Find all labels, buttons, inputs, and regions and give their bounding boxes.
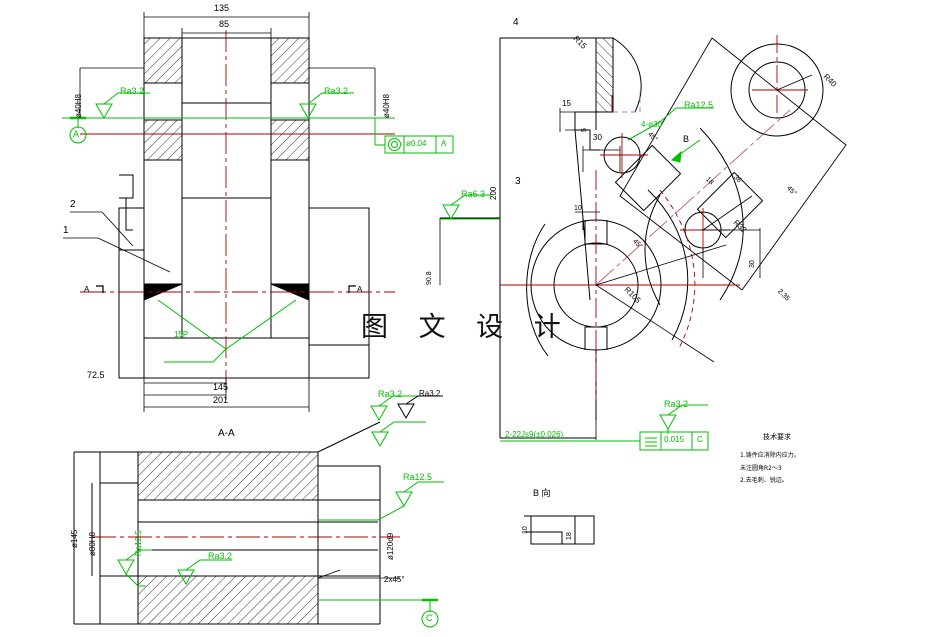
section-mark-a-left: A bbox=[84, 285, 90, 294]
dim-5: 5 bbox=[581, 128, 588, 132]
dim-bore-right: ø40H8 bbox=[382, 93, 391, 118]
view-b-title: B 向 bbox=[533, 488, 551, 498]
dim-15: 15 bbox=[562, 99, 571, 108]
front-view-geometry bbox=[118, 37, 370, 379]
dim-30-b: 30 bbox=[749, 260, 756, 268]
front-view-dimension-lines bbox=[79, 12, 376, 412]
section-aa-dimension-marks bbox=[317, 569, 400, 579]
general-finish-symbol bbox=[397, 395, 443, 420]
dim-chamfer-2x45: 2x45° bbox=[384, 575, 405, 584]
balloon-1: 1 bbox=[63, 225, 69, 236]
gdt-concentricity-datum: A bbox=[441, 139, 447, 148]
dim-201: 201 bbox=[213, 395, 229, 405]
section-aa-annotations-green bbox=[117, 395, 444, 628]
dim-90-8: 90.8 bbox=[426, 271, 433, 285]
balloon-2: 2 bbox=[70, 199, 76, 210]
watermark-text: 图 文 设 计 bbox=[361, 312, 572, 343]
front-view-balloon-leaders bbox=[63, 211, 171, 273]
view-b-geometry bbox=[524, 515, 595, 545]
finish-aa-bottom: Ra3.2 bbox=[208, 551, 233, 561]
dim-outer-120d9: ø120d9 bbox=[386, 532, 395, 560]
dim-bore-left: ø40H8 bbox=[74, 93, 83, 118]
finish-front-right: Ra3.2 bbox=[324, 86, 349, 96]
balloon-4: 4 bbox=[513, 17, 519, 28]
dim-outer-145: ø145 bbox=[70, 529, 79, 548]
view-arrow-b: B bbox=[683, 134, 690, 144]
finish-right-3: Ra3.2 bbox=[664, 399, 689, 409]
finish-right-2: Ra12.5 bbox=[684, 100, 714, 110]
section-aa-title: A-A bbox=[218, 428, 235, 439]
view-b-dim-10: 10 bbox=[522, 526, 529, 534]
chamfer-note-15p: 15P bbox=[174, 330, 189, 339]
hole-note-4x30: 4-ø30 bbox=[641, 120, 662, 129]
right-view-centerlines bbox=[500, 35, 808, 400]
view-b-dim-18: 18 bbox=[566, 532, 573, 540]
section-aa-geometry bbox=[73, 451, 381, 625]
tech-note-line-1: 1.铸件应消除内应力。 bbox=[740, 452, 800, 459]
dim-30: 30 bbox=[593, 133, 602, 142]
finish-aa-top: Ra3.2 bbox=[378, 389, 403, 399]
front-view-section-marks bbox=[96, 285, 356, 293]
front-view-centerlines bbox=[80, 30, 395, 392]
dim-bore-80h8: ø80H8 bbox=[88, 531, 97, 556]
dim-72-5: 72.5 bbox=[87, 370, 105, 380]
dim-200: 200 bbox=[489, 186, 498, 200]
finish-aa-bore: Ra12.5 bbox=[403, 472, 433, 482]
dim-85: 85 bbox=[219, 19, 230, 29]
tech-note-line-2: 未注圆角R2～3 bbox=[740, 465, 782, 472]
datum-c-label: C bbox=[426, 613, 433, 623]
dim-135: 135 bbox=[214, 3, 230, 13]
right-view-construction bbox=[613, 92, 641, 113]
slot-note: 2-22Js9(±0.026) bbox=[505, 430, 564, 439]
section-mark-a-right: A bbox=[357, 285, 363, 294]
finish-front-left: Ra3.2 bbox=[120, 86, 145, 96]
gdt-symmetry-value: 0.015 bbox=[664, 435, 685, 444]
right-view-annotations-green bbox=[440, 107, 714, 451]
dim-145: 145 bbox=[213, 382, 229, 392]
finish-right-1: Ra6.3 bbox=[461, 189, 486, 199]
finish-aa-mid: Ra12.5 bbox=[134, 530, 143, 556]
general-finish-label: Ra3.2 bbox=[419, 389, 441, 398]
right-view-dimension-lines bbox=[439, 38, 813, 440]
front-view-annotations-green bbox=[62, 92, 454, 363]
right-view-geometry bbox=[440, 37, 847, 439]
tech-note-line-3: 2.去毛刺、锐边。 bbox=[740, 477, 788, 484]
gdt-symmetry-datum: C bbox=[697, 435, 703, 444]
balloon-3: 3 bbox=[515, 176, 521, 187]
datum-a-label: A bbox=[73, 129, 80, 139]
gdt-concentricity-value: ø0.04 bbox=[406, 139, 427, 148]
dim-10: 10 bbox=[574, 205, 582, 212]
tech-notes-heading: 技术要求 bbox=[763, 433, 791, 441]
